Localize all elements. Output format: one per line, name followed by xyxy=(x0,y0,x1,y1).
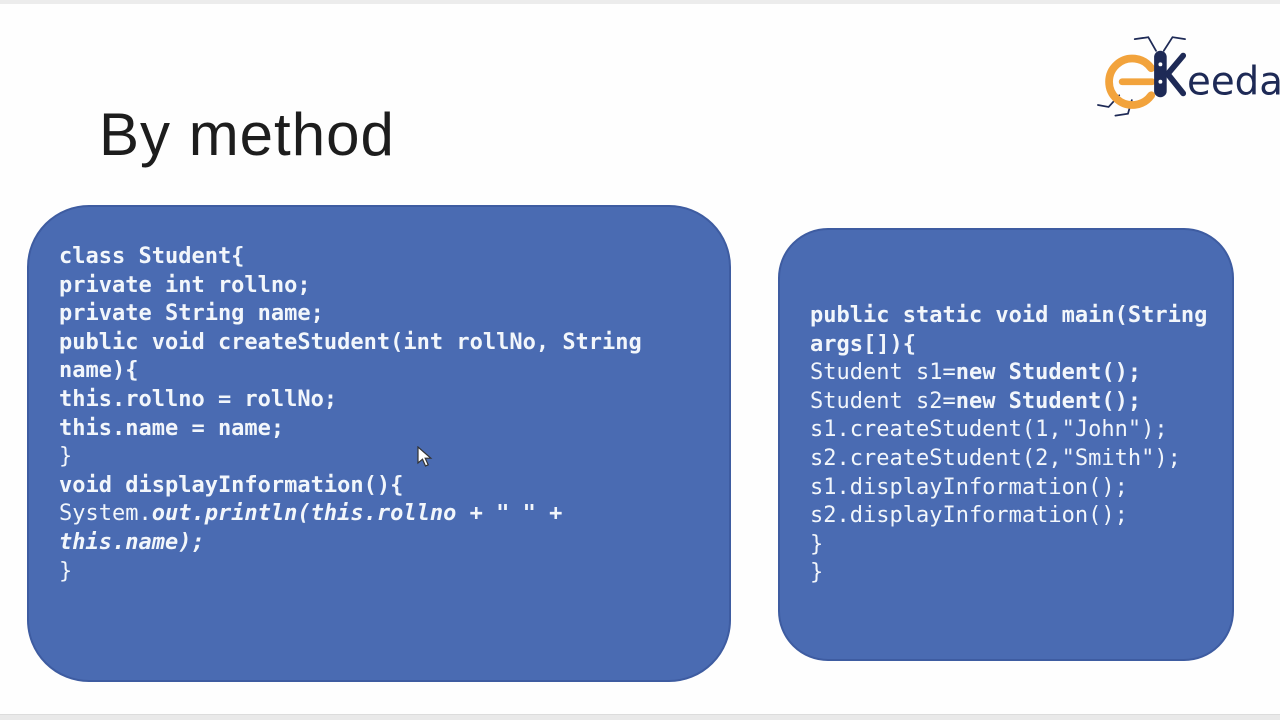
code-line: Student s1=new Student(); xyxy=(810,359,1224,388)
code-line: } xyxy=(59,443,719,472)
mouse-cursor-icon xyxy=(417,446,433,467)
code-segment: s1.displayInformation(); xyxy=(810,474,1128,500)
code-segment: System. xyxy=(59,501,152,527)
code-line: System.out.println(this.rollno + " " + xyxy=(59,500,719,529)
code-line: this.name); xyxy=(59,529,719,558)
code-segment: s2.createStudent(2,"Smith"); xyxy=(810,445,1181,471)
code-line: s2.displayInformation(); xyxy=(810,502,1224,531)
code-line: private String name; xyxy=(59,300,719,329)
code-segment: new Student(); xyxy=(955,360,1142,386)
bottom-edge-strip xyxy=(0,714,1280,720)
code-segment: this.rollno = rollNo; xyxy=(59,386,338,412)
code-segment: private int rollno; xyxy=(59,272,311,298)
code-segment: Student s2= xyxy=(810,388,956,414)
code-line: args[]){ xyxy=(810,331,1224,360)
code-segment: private String name; xyxy=(59,301,324,327)
code-segment: void displayInformation(){ xyxy=(59,472,404,498)
code-segment: } xyxy=(59,558,73,584)
code-segment: } xyxy=(810,531,824,557)
code-line: s2.createStudent(2,"Smith"); xyxy=(810,445,1224,474)
code-line: void displayInformation(){ xyxy=(59,472,719,501)
code-line: } xyxy=(810,531,1224,560)
code-segment: this.name = name; xyxy=(59,415,285,441)
code-segment: } xyxy=(810,560,824,586)
code-segment: args[]){ xyxy=(810,331,916,357)
code-line: this.name = name; xyxy=(59,415,719,444)
page-title: By method xyxy=(99,101,395,169)
code-line: } xyxy=(59,558,719,587)
code-segment: public void createStudent(int rollNo, St… xyxy=(59,329,642,355)
top-edge-strip xyxy=(0,0,1280,4)
ekeeda-bug-icon: eeda xyxy=(1097,36,1280,117)
logo-text: eeda xyxy=(1187,59,1280,104)
code-line: private int rollno; xyxy=(59,272,719,301)
code-segment: s2.displayInformation(); xyxy=(810,503,1128,529)
ekeeda-logo: eeda xyxy=(1096,28,1280,120)
code-segment: new Student(); xyxy=(955,388,1142,414)
code-segment: out.println(this.rollno + " " + xyxy=(151,501,563,527)
code-line: this.rollno = rollNo; xyxy=(59,386,719,415)
code-segment: public static void main(String xyxy=(810,303,1208,328)
code-segment: name){ xyxy=(59,358,139,384)
code-line: } xyxy=(810,559,1224,588)
code-line: s1.createStudent(1,"John"); xyxy=(810,416,1224,445)
code-segment: s1.createStudent(1,"John"); xyxy=(810,417,1168,443)
code-line: public static void main(String xyxy=(810,302,1224,331)
code-line: Student s2=new Student(); xyxy=(810,388,1224,417)
code-line: name){ xyxy=(59,357,719,386)
bug-body xyxy=(1154,50,1167,98)
code-line: public void createStudent(int rollNo, St… xyxy=(59,329,719,358)
code-line: s1.displayInformation(); xyxy=(810,474,1224,503)
code-line: class Student{ xyxy=(59,243,719,272)
code-segment: } xyxy=(59,444,73,470)
code-segment: Student s1= xyxy=(810,360,956,386)
code-segment: this.name); xyxy=(59,529,205,555)
code-box-class-definition: class Student{ private int rollno; private… xyxy=(27,205,731,682)
code-segment: class Student{ xyxy=(59,244,245,269)
